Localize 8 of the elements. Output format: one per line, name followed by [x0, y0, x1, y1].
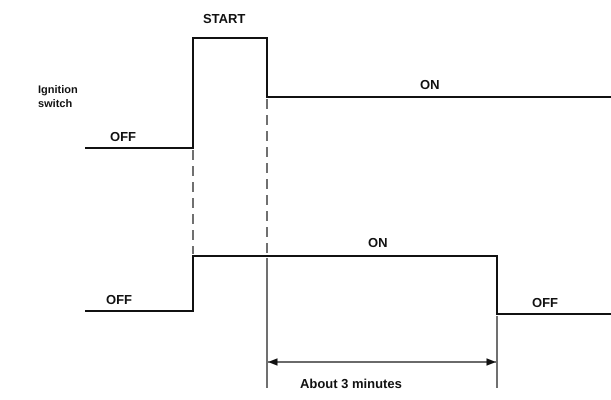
signal-name: Ignition switch: [38, 83, 79, 111]
state-label: OFF: [106, 293, 132, 307]
state-label: START: [203, 12, 246, 26]
state-label: ON: [420, 78, 440, 92]
state-label: OFF: [532, 296, 558, 310]
dimension-label: About 3 minutes: [300, 377, 402, 391]
state-label: ON: [368, 236, 388, 250]
state-label: OFF: [110, 130, 136, 144]
